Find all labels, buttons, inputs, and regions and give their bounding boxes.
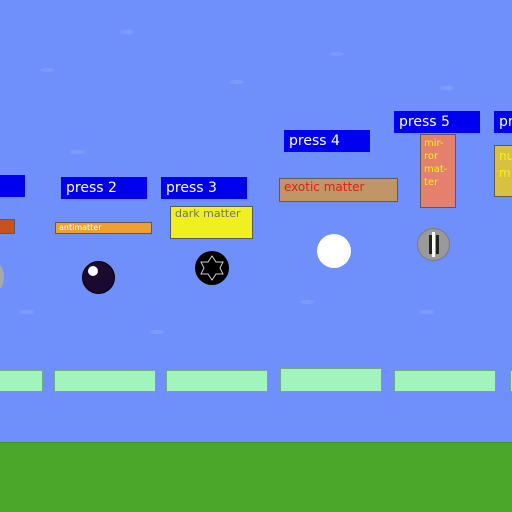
ground	[0, 442, 512, 512]
mirror-matter-text-line: ter	[424, 177, 439, 188]
next-matter-text-line: m	[499, 166, 511, 180]
mirror-matter-label: mir- ror mat- ter	[420, 134, 456, 208]
sky-texture	[440, 86, 454, 90]
antimatter-text: antimatter	[59, 223, 102, 232]
sky-texture	[70, 150, 84, 154]
mirror-matter-text-line: mir-	[424, 138, 444, 149]
press-1-button[interactable]	[0, 175, 25, 197]
sky-texture	[230, 80, 244, 84]
mirror-bar-left	[429, 235, 432, 254]
platform	[280, 368, 382, 392]
dark-matter-ball[interactable]	[195, 251, 229, 285]
press-2-button[interactable]: press 2	[61, 177, 147, 199]
matter-1-label	[0, 219, 15, 234]
platform	[394, 370, 496, 392]
exotic-matter-ball[interactable]	[317, 234, 351, 268]
press-4-button[interactable]: press 4	[284, 130, 370, 152]
sky-texture	[120, 30, 134, 34]
platform	[0, 370, 43, 392]
mirror-matter-text-line: ror	[424, 151, 439, 162]
mirror-matter-text-line: mat-	[424, 164, 448, 175]
press-3-button[interactable]: press 3	[161, 177, 247, 199]
next-matter-text-line: nu	[499, 149, 512, 163]
sky-texture	[300, 300, 314, 304]
dark-matter-star-icon	[200, 255, 224, 281]
next-matter-label: nu m	[494, 145, 512, 197]
press-5-button[interactable]: press 5	[394, 111, 480, 133]
plain-ball[interactable]	[0, 264, 4, 290]
platform	[54, 370, 156, 392]
exotic-matter-label: exotic matter	[279, 178, 398, 202]
mirror-matter-ball[interactable]	[417, 228, 450, 261]
sky-texture	[330, 52, 344, 56]
sky-texture	[420, 310, 434, 314]
mirror-bar-center	[432, 232, 435, 257]
sky-texture	[20, 310, 34, 314]
sky-texture	[150, 330, 164, 334]
antimatter-label: antimatter	[55, 222, 152, 234]
exotic-matter-text: exotic matter	[284, 180, 365, 194]
mirror-bar-right	[436, 235, 439, 254]
dark-matter-label: dark matter	[170, 206, 253, 239]
antimatter-ball[interactable]	[82, 261, 115, 294]
platform	[166, 370, 268, 392]
ball-highlight	[88, 266, 98, 276]
press-6-button[interactable]: pr	[494, 111, 512, 133]
platform	[510, 370, 512, 392]
sky-texture	[40, 68, 54, 72]
dark-matter-text: dark matter	[175, 207, 241, 220]
